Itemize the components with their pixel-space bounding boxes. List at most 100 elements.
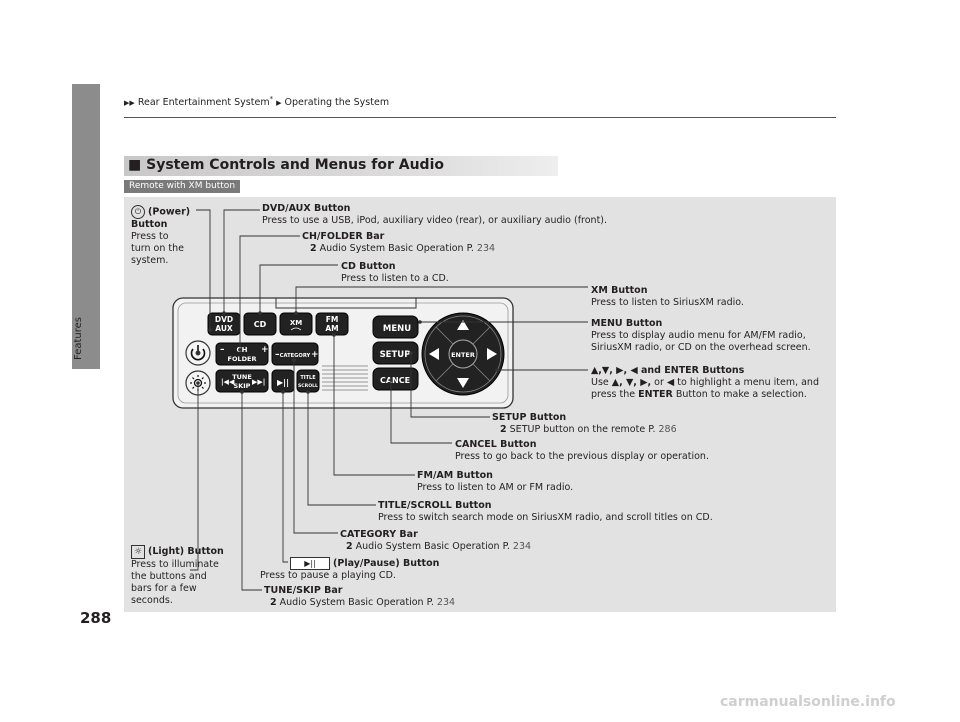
svg-text:ENTER: ENTER	[451, 351, 475, 359]
category-ref[interactable]: Audio System Basic Operation P.	[355, 541, 510, 552]
arrows-desc-2c: Button to make a selection.	[675, 389, 807, 400]
svg-text:CANCE: CANCE	[380, 376, 410, 385]
category-page[interactable]: 234	[512, 541, 532, 552]
svg-text:FM: FM	[326, 315, 339, 324]
svg-text:AUX: AUX	[215, 324, 233, 333]
light-desc-2: the buttons and	[131, 571, 207, 582]
light-desc-4: seconds.	[131, 595, 173, 606]
breadcrumb-arrow-icon: ▶▶	[124, 99, 135, 108]
svg-text:SKIP: SKIP	[234, 382, 251, 390]
arrows-callout: ▲,▼, ▶, ◀ and ENTER Buttons Use ▲, ▼, ▶,…	[591, 365, 819, 401]
play-pause-callout: ▶|| (Play/Pause) Button Press to pause a…	[260, 557, 440, 582]
svg-text:SETUP: SETUP	[380, 350, 411, 360]
section-bar	[124, 156, 558, 176]
title-scroll-title: TITLE/SCROLL Button	[378, 500, 492, 511]
svg-text:+: +	[261, 345, 269, 355]
arrows-desc-1c: to highlight a menu item, and	[677, 377, 819, 388]
tune-skip-title: TUNE/SKIP Bar	[264, 585, 343, 596]
fm-am-button: FM AM	[315, 312, 349, 336]
category-bar: – + CATEGORY	[271, 342, 319, 366]
play-pause-desc: Press to pause a playing CD.	[260, 570, 396, 581]
dvd-aux-desc: Press to use a USB, iPod, auxiliary vide…	[262, 215, 608, 226]
ch-folder-bar: – + CH FOLDER	[215, 342, 269, 366]
light-callout: ☼ (Light) Button Press to illuminate the…	[131, 545, 224, 607]
light-title: (Light) Button	[148, 546, 224, 557]
arrows-desc-2a: press the	[591, 389, 636, 400]
header-divider	[124, 117, 836, 118]
play-pause-title: (Play/Pause) Button	[333, 558, 440, 569]
xm-callout: XM Button Press to listen to SiriusXM ra…	[591, 285, 744, 309]
svg-text:SCROLL: SCROLL	[298, 383, 318, 389]
reference-arrow-icon: 2	[346, 541, 353, 552]
arrow-icons-inline: ▲, ▼, ▶,	[611, 377, 652, 388]
svg-text:–: –	[220, 345, 225, 355]
breadcrumb-part-1[interactable]: Rear Entertainment System	[137, 97, 270, 109]
cd-callout: CD Button Press to listen to a CD.	[341, 261, 449, 285]
section-title: ■ System Controls and Menus for Audio	[128, 157, 444, 173]
tune-skip-callout: TUNE/SKIP Bar 2 Audio System Basic Opera…	[264, 585, 455, 609]
svg-text:CH: CH	[237, 346, 248, 354]
footnote-star: *	[269, 95, 274, 103]
reference-arrow-icon: 2	[500, 424, 507, 435]
tune-skip-ref[interactable]: Audio System Basic Operation P.	[279, 597, 434, 608]
left-arrow-icon: ◀	[666, 377, 675, 388]
tune-skip-page[interactable]: 234	[436, 597, 456, 608]
remote-tag: Remote with XM button	[124, 180, 241, 193]
setup-page[interactable]: 286	[658, 424, 677, 435]
cd-desc: Press to listen to a CD.	[341, 273, 449, 284]
svg-text:XM: XM	[290, 319, 302, 327]
section-title-text: System Controls and Menus for Audio	[146, 157, 444, 173]
title-scroll-desc: Press to switch search mode on SiriusXM …	[378, 512, 713, 523]
svg-text:AM: AM	[325, 324, 338, 333]
svg-text:▶▶|: ▶▶|	[252, 378, 265, 387]
arrows-desc-1b: or	[654, 377, 664, 388]
tune-skip-bar: |◀◀ ▶▶| TUNE SKIP	[215, 369, 269, 393]
svg-text:DVD: DVD	[215, 315, 233, 324]
cancel-title: CANCEL Button	[455, 439, 537, 450]
setup-title: SETUP Button	[492, 412, 567, 423]
watermark: carmanualsonline.info	[720, 694, 896, 710]
light-icon: ☼	[131, 545, 145, 559]
setup-ref[interactable]: SETUP button on the remote P.	[509, 424, 656, 435]
chapter-tab	[72, 84, 100, 369]
svg-text:TUNE: TUNE	[232, 373, 252, 381]
cancel-button: CANCE	[372, 367, 419, 391]
power-desc-2: turn on the	[131, 243, 184, 254]
breadcrumb: ▶▶ Rear Entertainment System* ▶ Operatin…	[124, 95, 389, 108]
power-icon: ⏻	[131, 205, 145, 219]
ch-folder-ref[interactable]: Audio System Basic Operation P.	[319, 243, 474, 254]
play-pause-icon: ▶||	[290, 557, 330, 570]
setup-button: SETUP	[372, 341, 419, 365]
svg-text:CATEGORY: CATEGORY	[280, 353, 311, 359]
power-callout: ⏻ (Power) Button Press to turn on the sy…	[131, 205, 190, 267]
ch-folder-page[interactable]: 234	[476, 243, 496, 254]
arrows-desc-1a: Use	[591, 377, 609, 388]
menu-title: MENU Button	[591, 318, 663, 329]
menu-desc-1: Press to display audio menu for AM/FM ra…	[591, 330, 806, 341]
setup-callout: SETUP Button 2 SETUP button on the remot…	[492, 412, 677, 436]
cd-button: CD	[243, 312, 277, 336]
breadcrumb-part-2[interactable]: Operating the System	[284, 97, 390, 109]
reference-arrow-icon: 2	[270, 597, 277, 608]
svg-text:FOLDER: FOLDER	[228, 355, 257, 363]
light-desc-3: bars for a few	[131, 583, 197, 594]
cancel-desc: Press to go back to the previous display…	[455, 451, 709, 462]
category-callout: CATEGORY Bar 2 Audio System Basic Operat…	[340, 529, 531, 553]
menu-button: MENU	[372, 315, 419, 339]
arrow-icons: ▲,▼, ▶, ◀	[591, 365, 641, 376]
arrows-desc-2b: ENTER	[638, 389, 673, 400]
ch-folder-title: CH/FOLDER Bar	[302, 231, 385, 242]
xm-button: XM	[279, 312, 313, 336]
dvd-aux-title: DVD/AUX Button	[262, 203, 351, 214]
play-pause-button: ▶||	[271, 369, 295, 393]
power-title: (Power)	[148, 206, 191, 218]
fm-am-desc: Press to listen to AM or FM radio.	[417, 482, 574, 493]
dvd-aux-callout: DVD/AUX Button Press to use a USB, iPod,…	[262, 203, 607, 227]
svg-text:MENU: MENU	[383, 324, 411, 334]
power-title-2: Button	[131, 219, 168, 230]
light-desc-1: Press to illuminate	[131, 559, 219, 570]
speaker-grille	[322, 365, 368, 391]
power-desc-3: system.	[131, 255, 169, 266]
svg-text:TITLE: TITLE	[300, 375, 316, 381]
